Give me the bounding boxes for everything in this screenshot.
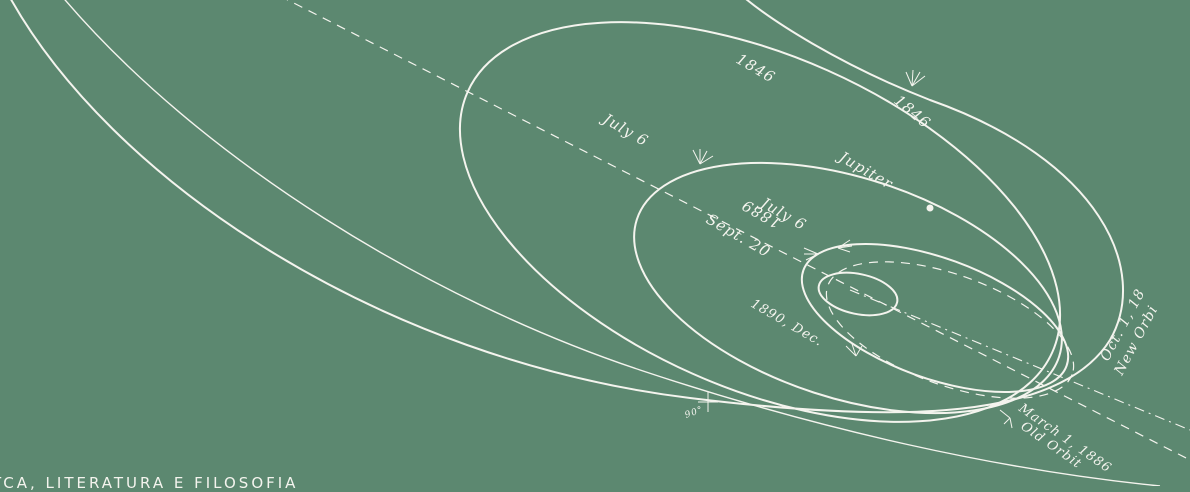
label-1846-upper: 1846 — [733, 50, 779, 87]
jupiter-dot — [926, 204, 934, 212]
outer-comet-orbit — [10, 0, 1124, 414]
long-orbit-lower — [64, 0, 1161, 486]
footer-caption: TCA, LITERATURA E FILOSOFIA — [0, 474, 299, 492]
label-dec-1890: 1890, Dec. — [748, 296, 826, 349]
arrow-fan-sept20 — [803, 247, 819, 261]
label-jupiter: Jupiter — [833, 146, 896, 193]
axis-dashdot — [849, 289, 1190, 431]
label-1846-right: 1846 — [890, 91, 934, 132]
arrow-fan-july6 — [692, 149, 714, 165]
major-axis-dashed — [286, 0, 1190, 461]
innermost-ellipse — [817, 271, 899, 317]
label-july6-outer: July 6 — [597, 108, 651, 150]
medium-orbit-ellipse — [633, 161, 1063, 415]
label-90-deg: 90° — [684, 405, 705, 421]
new-orbit-dashed — [825, 261, 1075, 399]
arrow-fan-march — [999, 409, 1013, 429]
inner-orbit-ellipse — [800, 243, 1070, 393]
arrow-fan-1846 — [905, 69, 926, 87]
arrow-fan-inner — [837, 239, 853, 253]
arrow-fan-dec — [845, 343, 863, 357]
